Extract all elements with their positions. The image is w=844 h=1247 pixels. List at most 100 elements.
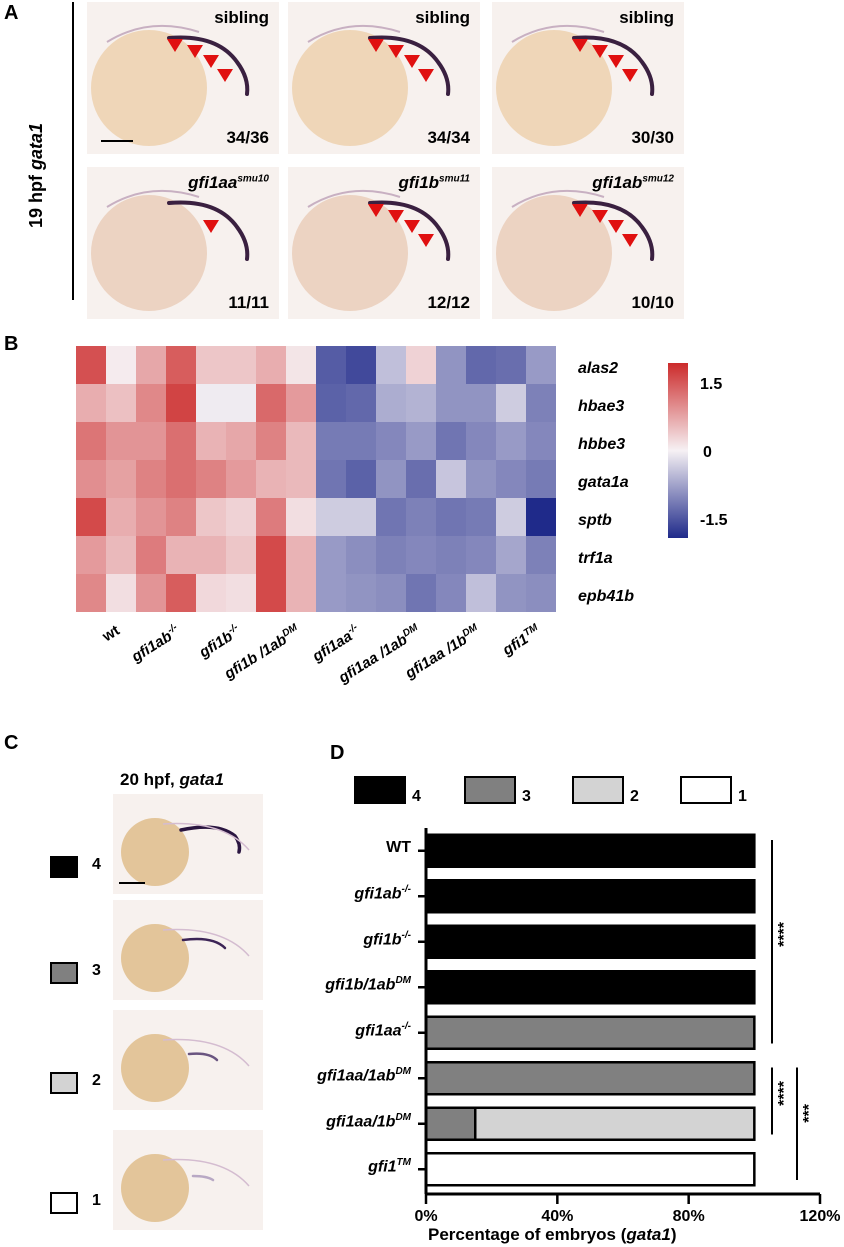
heatmap-cell [466, 346, 496, 384]
heatmap-gene-label: trf1a [578, 550, 613, 567]
heatmap-cell [406, 498, 436, 536]
heatmap-cell [496, 460, 526, 498]
heatmap-cell [136, 498, 166, 536]
heatmap-cell [76, 460, 106, 498]
heatmap-cell [376, 460, 406, 498]
heatmap-cell [436, 498, 466, 536]
red-arrowhead-icon [418, 234, 434, 247]
legend-swatch [464, 776, 516, 804]
bar-segment [424, 924, 756, 959]
red-arrowhead-icon [404, 55, 420, 68]
heatmap-cell [106, 422, 136, 460]
heatmap-gene-label: sptb [578, 512, 612, 529]
tile-count: 34/34 [427, 128, 470, 147]
heatmap-cell [286, 422, 316, 460]
heatmap-cell [406, 460, 436, 498]
heatmap-cell [136, 574, 166, 612]
heatmap-cell [496, 346, 526, 384]
level-swatch [50, 856, 78, 878]
heatmap-cell [346, 574, 376, 612]
scale-bar [119, 882, 145, 884]
x-tick-label: 40% [541, 1208, 574, 1225]
heatmap-cell [166, 536, 196, 574]
red-arrowhead-icon [217, 69, 233, 82]
category-label: gfi1aa/1abDM [317, 1066, 411, 1085]
heatmap-cell [226, 498, 256, 536]
heatmap-cell [436, 422, 466, 460]
heatmap-cell [496, 422, 526, 460]
heatmap-gene-label: gata1a [578, 474, 629, 491]
bar-segment [424, 1015, 756, 1050]
embryo-yolk [496, 30, 612, 146]
embryo-outline [162, 822, 250, 851]
heatmap-cell [526, 346, 556, 384]
heatmap-cell [76, 384, 106, 422]
heatmap-cell [316, 384, 346, 422]
colorbar-tick-high: 1.5 [700, 376, 723, 393]
red-arrowhead-icon [622, 234, 638, 247]
heatmap-cell [196, 384, 226, 422]
red-arrowhead-icon [592, 210, 608, 223]
legend-label: 2 [630, 788, 639, 805]
red-arrowhead-icon [418, 69, 434, 82]
level-swatch [50, 1192, 78, 1214]
heatmap-cell [196, 536, 226, 574]
panel-a-bracket [72, 2, 74, 300]
category-label: gfi1b/1abDM [325, 975, 411, 994]
x-tick-label: 0% [414, 1208, 438, 1225]
embryo-drawing [121, 1034, 250, 1102]
tile-genotype-label: gfi1bsmu11 [398, 173, 470, 192]
heatmap-cell [466, 460, 496, 498]
heatmap-cell [316, 346, 346, 384]
heatmap-cell [226, 460, 256, 498]
heatmap-cell [256, 460, 286, 498]
heatmap-cell [286, 460, 316, 498]
significance-label: *** [801, 1103, 818, 1123]
gata1-stain-stripe [179, 825, 242, 854]
level-label: 2 [92, 1072, 101, 1089]
heatmap-cell [196, 460, 226, 498]
heatmap-cell [166, 574, 196, 612]
category-label: gfi1aa-/- [355, 1020, 411, 1040]
tile-count: 34/36 [226, 128, 269, 147]
embryo-drawing [496, 24, 655, 146]
heatmap-cell [226, 422, 256, 460]
level-embryo-tile [113, 1010, 263, 1110]
bar-segment [424, 1106, 477, 1141]
heatmap-cell [256, 536, 286, 574]
level-swatch [50, 1072, 78, 1094]
heatmap-cell [106, 498, 136, 536]
gata1-stain-stripe [181, 937, 227, 950]
red-arrowhead-icon [608, 220, 624, 233]
bar-segment [474, 1106, 756, 1141]
embryo-drawing [496, 189, 655, 311]
heatmap-cell [256, 422, 286, 460]
gata1-stain-stripe [368, 200, 451, 261]
red-arrowhead-icon [572, 204, 588, 217]
category-label: gfi1aa/1bDM [326, 1111, 411, 1131]
heatmap-cell [466, 536, 496, 574]
colorbar-tick-low: -1.5 [700, 512, 728, 529]
x-tick-label: 120% [799, 1208, 841, 1225]
heatmap-cell [106, 384, 136, 422]
embryo-outline [511, 189, 605, 208]
tile-count: 11/11 [228, 293, 269, 312]
panel-label-b: B [4, 333, 19, 355]
heatmap-cell [316, 498, 346, 536]
heatmap-cell [286, 384, 316, 422]
tile-genotype-label: gfi1absmu12 [592, 173, 674, 192]
category-label: WT [386, 838, 411, 856]
heatmap-cell [316, 460, 346, 498]
embryo-yolk [121, 818, 189, 886]
heatmap-cell [346, 346, 376, 384]
bar-segment [424, 833, 756, 868]
heatmap-cell [436, 460, 466, 498]
heatmap-cell [196, 498, 226, 536]
heatmap-cell [226, 574, 256, 612]
heatmap-cell [376, 536, 406, 574]
heatmap-cell [496, 536, 526, 574]
